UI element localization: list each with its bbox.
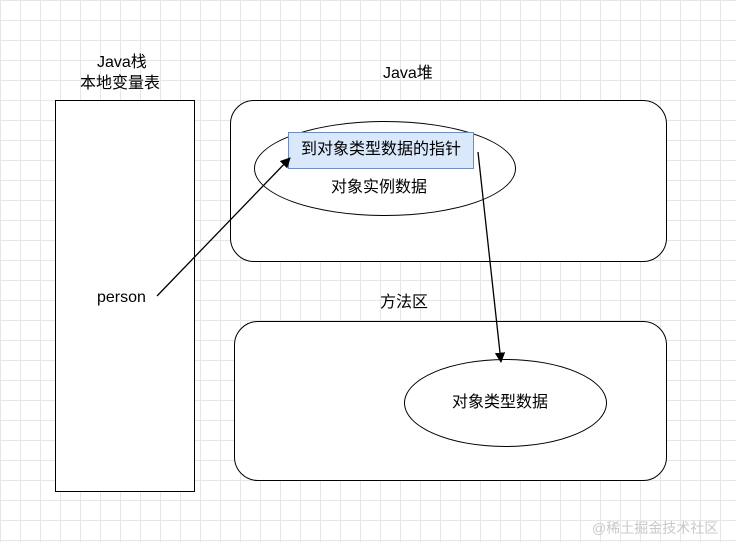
object-type-ellipse xyxy=(404,359,607,447)
heap-title: Java堆 xyxy=(383,65,433,82)
type-pointer-box: 到对象类型数据的指针 xyxy=(288,132,474,169)
object-instance-label: 对象实例数据 xyxy=(331,179,428,196)
stack-title-line2: 本地变量表 xyxy=(80,75,161,92)
object-type-label: 对象类型数据 xyxy=(452,394,549,411)
stack-title-line1: Java栈 xyxy=(97,54,147,71)
java-stack-box xyxy=(55,100,195,492)
pointer-to-type-data-arrow xyxy=(477,151,506,364)
method-area-title: 方法区 xyxy=(380,294,429,311)
person-variable: person xyxy=(97,289,146,306)
watermark-text: @稀土掘金技术社区 xyxy=(592,520,719,536)
person-to-pointer-arrow xyxy=(156,157,291,297)
